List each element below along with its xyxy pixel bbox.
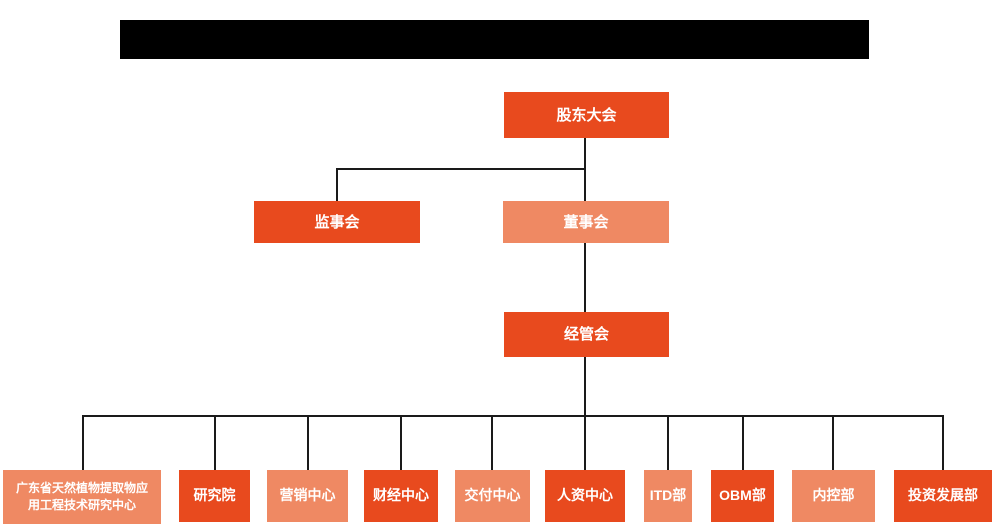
- connector-drop-marketing: [307, 415, 309, 470]
- org-node-board-of-directors: 董事会: [503, 201, 669, 243]
- connector-drop-gd-center: [82, 415, 84, 470]
- org-node-internal-control-dept: 内控部: [792, 470, 875, 522]
- connector-drop-delivery: [491, 415, 493, 470]
- org-node-management-committee: 经管会: [504, 312, 669, 357]
- org-node-research-institute: 研究院: [179, 470, 250, 522]
- connector-drop-obm: [742, 415, 744, 470]
- org-node-marketing-center: 营销中心: [267, 470, 348, 522]
- connector-level2-bus: [336, 168, 586, 170]
- org-node-delivery-center: 交付中心: [455, 470, 530, 522]
- connector-drop-investment: [942, 415, 944, 470]
- connector-level4-bus: [82, 415, 943, 417]
- connector-drop-research: [214, 415, 216, 470]
- org-node-investment-development-dept: 投资发展部: [894, 470, 992, 522]
- org-node-supervisory-board: 监事会: [254, 201, 420, 243]
- org-node-hr-center: 人资中心: [545, 470, 625, 522]
- connector-drop-itd: [667, 415, 669, 470]
- title-bar-redacted: [120, 20, 869, 59]
- org-node-shareholders-meeting: 股东大会: [504, 92, 669, 138]
- connector-board-to-management: [584, 243, 586, 312]
- connector-management-stem: [584, 357, 586, 470]
- org-node-obm-dept: OBM部: [711, 470, 774, 522]
- connector-drop-finance: [400, 415, 402, 470]
- connector-drop-supervisory: [336, 168, 338, 201]
- connector-drop-internal-control: [832, 415, 834, 470]
- org-node-itd-dept: ITD部: [644, 470, 692, 522]
- org-node-finance-center: 财经中心: [364, 470, 438, 522]
- org-node-gd-natural-plant-extract-center: 广东省天然植物提取物应用工程技术研究中心: [3, 470, 161, 524]
